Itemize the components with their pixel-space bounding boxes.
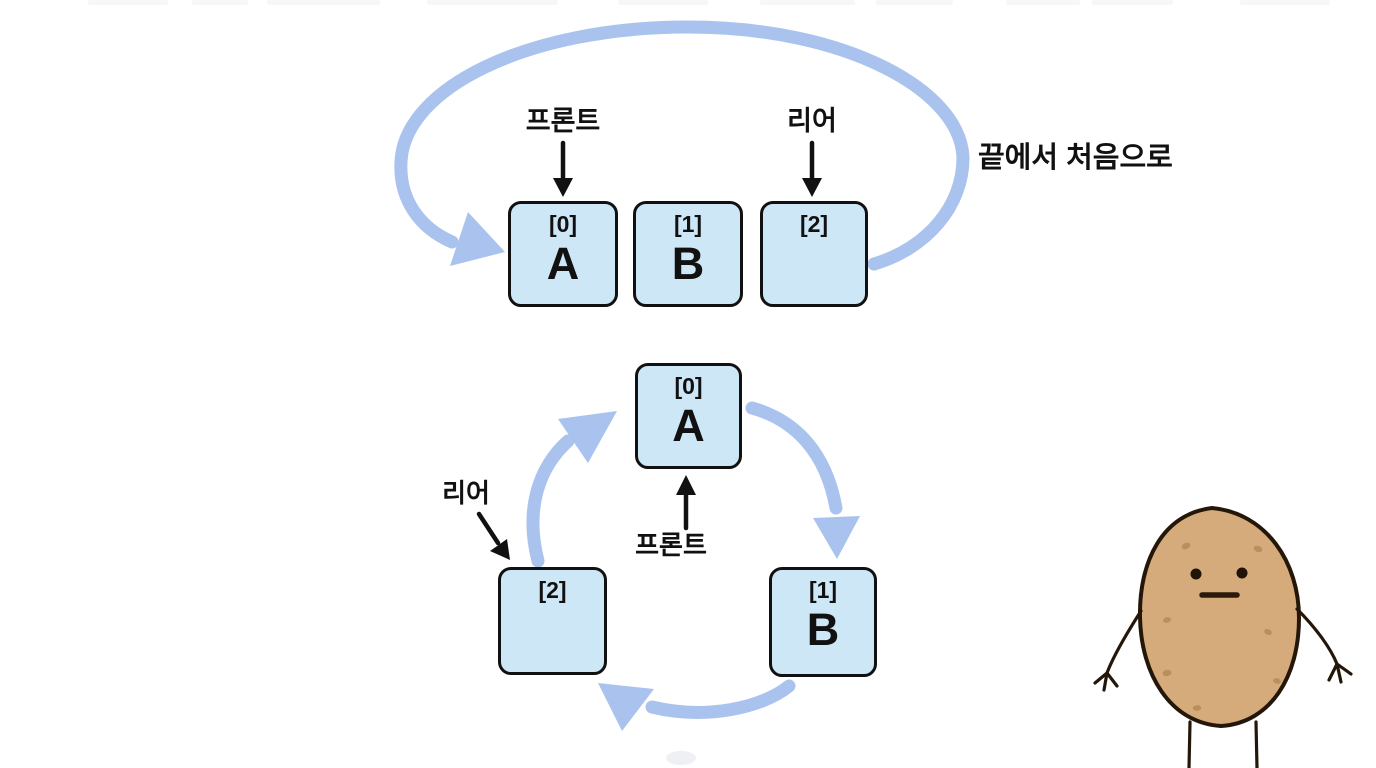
loop-caption: 끝에서 처음으로 [978, 142, 1173, 174]
queue-cell-bottom-0: [0] A [635, 363, 742, 469]
cell-value: B [671, 238, 705, 290]
cropped-text-artifact [1006, 0, 1080, 5]
cell-index: [0] [674, 373, 703, 399]
queue-cell-top-0: [0] A [508, 201, 618, 307]
front-label-bottom: 프론트 [635, 530, 707, 560]
queue-cell-bottom-1: [1] B [769, 567, 877, 677]
cropped-text-artifact [760, 0, 855, 5]
cell-index: [2] [538, 577, 567, 603]
cycle-arrowhead-icon [598, 683, 654, 731]
cycle-arc-b-to-2 [598, 679, 796, 731]
cell-value: B [806, 604, 840, 656]
front-pointer-arrow-bottom [676, 475, 696, 531]
potato-left-leg [1187, 720, 1192, 768]
potato-right-leg [1254, 720, 1259, 768]
wrap-around-loop-arrow [394, 20, 970, 271]
cycle-arc-2-to-a [526, 411, 617, 568]
potato-character [1093, 505, 1353, 768]
cycle-arrowhead-icon [558, 411, 617, 463]
cropped-text-artifact [876, 0, 953, 5]
queue-cell-top-2: [2] [760, 201, 868, 307]
cell-value: A [672, 400, 705, 452]
cell-index: [1] [808, 577, 838, 603]
potato-left-arm [1105, 609, 1143, 675]
loop-arrowhead-icon [450, 212, 505, 266]
cell-index: [0] [548, 211, 578, 237]
cropped-text-artifact [427, 0, 558, 5]
front-label-top: 프론트 [525, 106, 601, 136]
cell-value: A [546, 238, 580, 290]
cell-index: [2] [799, 211, 829, 237]
potato-right-hand [1327, 662, 1353, 684]
cropped-text-artifact [192, 0, 248, 5]
cropped-text-artifact [1240, 0, 1330, 5]
cropped-text-artifact [267, 0, 380, 5]
potato-left-eye [1190, 568, 1202, 580]
potato-body [1137, 505, 1302, 729]
watermark-smudge [666, 751, 696, 765]
cycle-arrowhead-icon [813, 516, 860, 559]
queue-cell-top-1: [1] B [633, 201, 743, 307]
potato-right-eye [1236, 567, 1248, 579]
rear-pointer-arrow-top [802, 140, 822, 197]
queue-cell-bottom-2: [2] [498, 567, 607, 675]
front-pointer-arrow-top [553, 140, 573, 197]
rear-pointer-arrow-bottom [476, 511, 510, 560]
rear-label-bottom: 리어 [442, 478, 490, 508]
cropped-text-artifact [88, 0, 168, 5]
cell-index: [1] [673, 211, 703, 237]
cropped-text-artifact [1092, 0, 1173, 5]
cropped-text-artifact [618, 0, 708, 5]
potato-left-hand [1093, 671, 1119, 692]
potato-right-arm [1295, 607, 1339, 666]
rear-label-top: 리어 [787, 106, 837, 136]
potato-spots [1162, 542, 1281, 711]
cycle-arc-a-to-b [745, 401, 860, 559]
